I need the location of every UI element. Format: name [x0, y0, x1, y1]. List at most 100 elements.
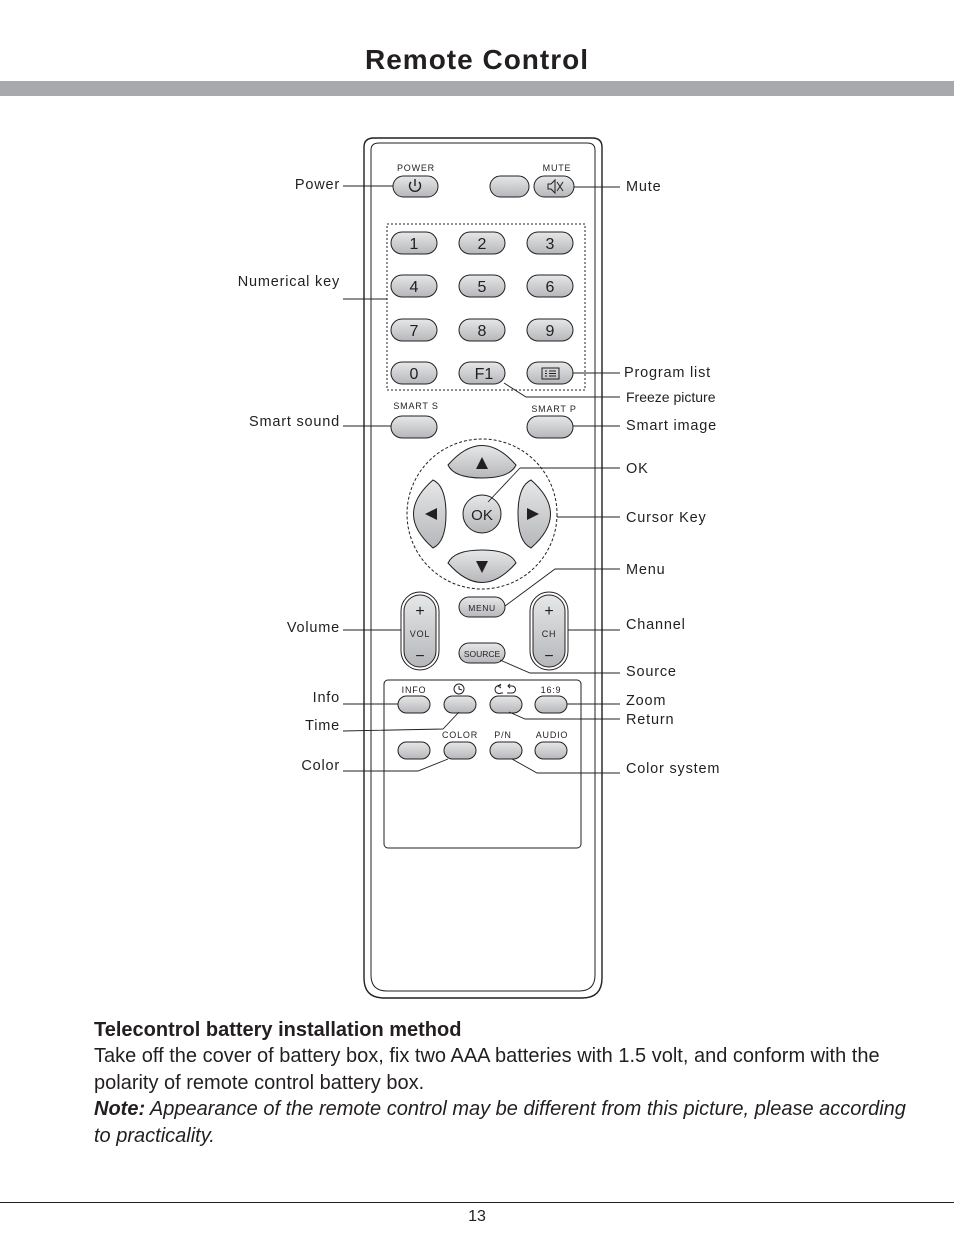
smart-p-label: SMART P: [531, 404, 576, 414]
callout-smart-image: Smart image: [626, 418, 717, 434]
key-6-label: 6: [546, 279, 555, 296]
note-label: Note:: [94, 1098, 146, 1120]
source-button[interactable]: SOURCE: [458, 642, 506, 664]
battery-body: Take off the cover of battery box, fix t…: [94, 1045, 880, 1094]
note-text: Appearance of the remote control may be …: [94, 1098, 906, 1147]
cursor-right-button[interactable]: [517, 479, 551, 549]
callout-time: Time: [305, 718, 340, 734]
battery-note: Note: Appearance of the remote control m…: [94, 1096, 914, 1149]
callout-numerical-key: Numerical key: [237, 274, 340, 290]
power-label: POWER: [397, 163, 435, 173]
color-button[interactable]: [443, 741, 477, 760]
key-9-label: 9: [546, 323, 555, 340]
color-label: COLOR: [442, 730, 478, 740]
audio-button[interactable]: [534, 741, 568, 760]
callout-smart-sound: Smart sound: [248, 414, 340, 430]
cursor-up-button[interactable]: [447, 445, 517, 479]
channel-minus-label: −: [544, 648, 553, 665]
arrow-down-icon: [476, 561, 488, 573]
page-number: 13: [468, 1208, 486, 1225]
callout-ok: OK: [626, 461, 649, 477]
leader-lines: [342, 185, 620, 774]
key-1[interactable]: 1: [390, 231, 438, 255]
key-5-label: 5: [478, 279, 487, 296]
menu-label: MENU: [468, 603, 495, 613]
key-3[interactable]: 3: [526, 231, 574, 255]
blank-bottom-button[interactable]: [397, 741, 431, 760]
ok-button[interactable]: OK: [462, 494, 502, 534]
channel-label: CH: [542, 629, 557, 639]
key-6[interactable]: 6: [526, 274, 574, 298]
key-7-label: 7: [410, 323, 419, 340]
return-button[interactable]: [489, 695, 523, 714]
channel-plus-label: +: [544, 603, 553, 620]
time-button[interactable]: [443, 695, 477, 714]
blank-button[interactable]: [489, 175, 530, 198]
callout-color-system: Color system: [626, 761, 721, 777]
arrow-right-icon: [527, 508, 539, 520]
key-4-label: 4: [410, 279, 419, 296]
smart-sound-button[interactable]: [390, 415, 438, 439]
page-title: Remote Control: [365, 44, 589, 75]
volume-rocker[interactable]: + VOL −: [400, 591, 440, 671]
zoom-button[interactable]: [534, 695, 568, 714]
battery-section: Telecontrol battery installation method …: [94, 1017, 914, 1149]
key-1-label: 1: [410, 236, 419, 253]
callout-zoom: Zoom: [626, 693, 667, 709]
arrow-left-icon: [425, 508, 437, 520]
color-system-button[interactable]: [489, 741, 523, 760]
callout-color: Color: [301, 758, 340, 774]
key-9[interactable]: 9: [526, 318, 574, 342]
callout-return: Return: [626, 712, 675, 728]
return-icon: [494, 683, 516, 694]
numeric-key-group-box: [386, 223, 586, 391]
volume-minus-label: −: [415, 648, 424, 665]
power-icon: [408, 179, 422, 192]
key-0-label: 0: [410, 366, 419, 383]
battery-heading: Telecontrol battery installation method: [94, 1019, 462, 1041]
f1-label: F1: [475, 366, 494, 383]
mute-label: MUTE: [543, 163, 572, 173]
key-0[interactable]: 0: [390, 361, 438, 385]
callout-freeze-picture: Freeze picture: [626, 389, 716, 405]
smart-s-label: SMART S: [393, 401, 438, 411]
key-2[interactable]: 2: [458, 231, 506, 255]
smart-image-button[interactable]: [526, 415, 574, 439]
info-button[interactable]: [397, 695, 431, 714]
channel-rocker[interactable]: + CH −: [529, 591, 569, 671]
callout-program-list: Program list: [624, 365, 711, 381]
menu-button[interactable]: MENU: [458, 596, 506, 618]
power-button[interactable]: [392, 175, 439, 198]
key-4[interactable]: 4: [390, 274, 438, 298]
cursor-left-button[interactable]: [413, 479, 447, 549]
f1-button[interactable]: F1: [458, 361, 506, 385]
callout-volume: Volume: [286, 620, 340, 636]
callout-channel: Channel: [626, 617, 686, 633]
key-8-label: 8: [478, 323, 487, 340]
source-label: SOURCE: [464, 649, 501, 659]
key-3-label: 3: [546, 236, 555, 253]
key-7[interactable]: 7: [390, 318, 438, 342]
cursor-down-button[interactable]: [447, 549, 517, 583]
list-icon: [541, 367, 560, 380]
arrow-up-icon: [476, 457, 488, 469]
info-label: INFO: [402, 685, 427, 695]
callout-source: Source: [626, 664, 677, 680]
callout-mute: Mute: [626, 179, 662, 195]
volume-label: VOL: [410, 629, 430, 639]
mute-icon: [547, 178, 564, 195]
volume-plus-label: +: [415, 603, 424, 620]
program-list-button[interactable]: [526, 361, 574, 385]
remote-illustration: POWER MUTE 1 2 3 4 5 6 7 8 9 0 F1: [342, 137, 620, 999]
aspect-label: 16:9: [541, 685, 562, 695]
clock-icon: [453, 683, 465, 695]
callout-info: Info: [312, 690, 340, 706]
key-5[interactable]: 5: [458, 274, 506, 298]
footer-rule: [0, 1202, 954, 1203]
key-8[interactable]: 8: [458, 318, 506, 342]
mute-button[interactable]: [533, 175, 575, 198]
callout-power: Power: [294, 177, 340, 193]
key-2-label: 2: [478, 236, 487, 253]
cursor-ring: [406, 438, 558, 590]
numeric-keypad: 1 2 3 4 5 6 7 8 9 0: [390, 231, 574, 385]
